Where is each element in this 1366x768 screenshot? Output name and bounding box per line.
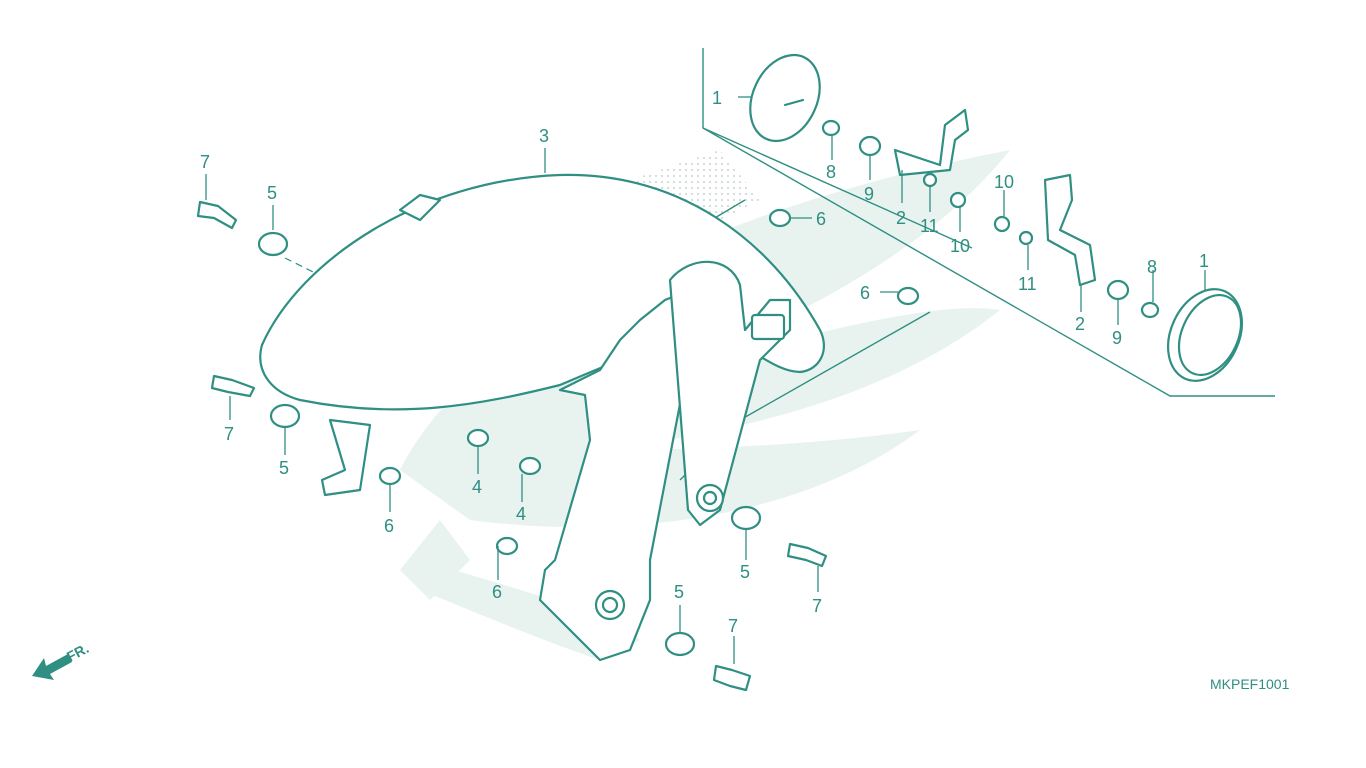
diagram-code: MKPEF1001 xyxy=(1210,676,1290,692)
callout-7-mid-left: 7 xyxy=(224,424,234,444)
bracket-lower xyxy=(1043,173,1097,287)
fender-stay-right xyxy=(668,260,792,527)
callout-6-left: 6 xyxy=(384,516,394,536)
callout-2-upper: 2 xyxy=(896,208,906,228)
callout-1-lower: 1 xyxy=(1199,251,1209,271)
callout-11-lower: 11 xyxy=(1018,274,1037,294)
callout-5-bottom: 5 xyxy=(674,582,684,602)
callout-10-lower: 10 xyxy=(950,236,970,256)
callout-9-lower: 9 xyxy=(1112,328,1122,348)
callout-3: 3 xyxy=(539,126,549,146)
hardware xyxy=(196,119,1160,692)
callout-2-lower: 2 xyxy=(1075,314,1085,334)
callout-4-right: 4 xyxy=(516,504,526,524)
callout-1-upper: 1 xyxy=(712,88,722,108)
callout-7-right: 7 xyxy=(812,596,822,616)
reflector-lower xyxy=(1167,288,1243,382)
callout-4-left: 4 xyxy=(472,477,482,497)
fender-stay-left xyxy=(538,288,702,662)
front-fender xyxy=(259,173,825,497)
reflector-upper xyxy=(749,53,821,143)
bracket-upper xyxy=(893,108,970,177)
callout-11-upper: 11 xyxy=(920,216,939,236)
callout-5-mid-left: 5 xyxy=(279,458,289,478)
callout-8-upper: 8 xyxy=(826,162,836,182)
callout-5-top-left: 5 xyxy=(267,183,277,203)
callout-5-right: 5 xyxy=(740,562,750,582)
callout-8-lower: 8 xyxy=(1147,257,1157,277)
callout-10-upper: 10 xyxy=(994,172,1014,192)
callout-7-bottom: 7 xyxy=(728,616,738,636)
callout-7-top-left: 7 xyxy=(200,152,210,172)
callout-6-bottom: 6 xyxy=(492,582,502,602)
callout-6-mid: 6 xyxy=(860,283,870,303)
leader-lines xyxy=(205,96,1206,664)
front-direction-arrow: FR. xyxy=(32,640,91,680)
callout-6-top: 6 xyxy=(816,209,826,229)
callout-9-upper: 9 xyxy=(864,184,874,204)
callout-labels: 1 1 2 2 3 4 4 5 5 5 5 6 6 6 6 7 7 7 7 8 … xyxy=(200,88,1209,636)
